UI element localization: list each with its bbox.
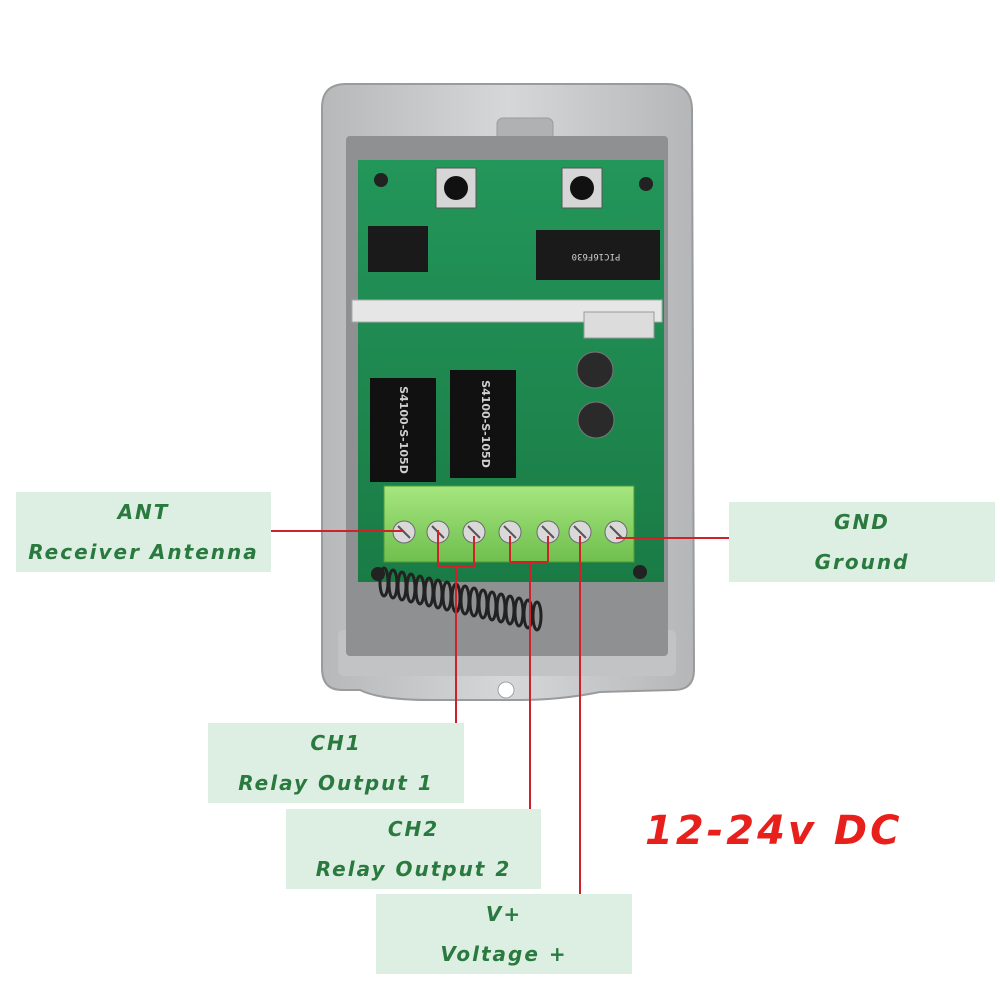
callout-ant-code: ANT xyxy=(117,500,170,524)
callout-ch1: CH1 Relay Output 1 xyxy=(208,723,464,803)
switch-s1 xyxy=(435,167,477,209)
relay-k1: S4100-S-105D xyxy=(370,378,436,482)
relay-k1-marking: S4100-S-105D xyxy=(397,386,410,474)
screw-top-left xyxy=(374,173,388,187)
pcb-board: PIC16F630 S4100-S-105D S4100-S-105D xyxy=(351,160,664,632)
callout-ant-desc: Receiver Antenna xyxy=(28,540,259,564)
ic-microcontroller xyxy=(536,230,660,280)
screw-bottom-right xyxy=(633,565,647,579)
callout-gnd-code: GND xyxy=(834,510,890,534)
callout-ch2-code: CH2 xyxy=(387,817,440,841)
callout-vplus: V+ Voltage + xyxy=(376,894,632,974)
relay-k2-marking: S4100-S-105D xyxy=(479,380,492,468)
leader-lines xyxy=(271,530,729,894)
ic-small xyxy=(368,226,428,272)
callout-ch1-code: CH1 xyxy=(310,731,362,755)
terminal-screw-slot xyxy=(609,525,623,539)
callout-ch2: CH2 Relay Output 2 xyxy=(286,809,541,889)
callout-ch1-desc: Relay Output 1 xyxy=(238,771,434,795)
voltage-label: 12-24v DC xyxy=(645,808,903,854)
coil-turn xyxy=(531,600,543,632)
antenna-coil xyxy=(378,566,543,632)
terminal-screw-slot xyxy=(467,525,481,539)
callout-gnd-desc: Ground xyxy=(814,550,910,574)
relay-k2: S4100-S-105D xyxy=(450,370,516,478)
crystal xyxy=(583,311,655,339)
capacitor-1 xyxy=(576,351,614,389)
callout-ant: ANT Receiver Antenna xyxy=(16,492,271,572)
switch-s2 xyxy=(561,167,603,209)
capacitor-2 xyxy=(577,401,615,439)
terminal-screw-slot xyxy=(573,525,587,539)
callout-vplus-code: V+ xyxy=(485,902,523,926)
callout-vplus-desc: Voltage + xyxy=(440,942,568,966)
terminal-screw-slot xyxy=(541,525,555,539)
terminal-screw-slot xyxy=(503,525,517,539)
callout-gnd: GND Ground xyxy=(729,502,995,582)
callout-ch2-desc: Relay Output 2 xyxy=(315,857,512,881)
chip-marking: PIC16F630 xyxy=(572,251,621,261)
screw-top-right xyxy=(639,177,653,191)
